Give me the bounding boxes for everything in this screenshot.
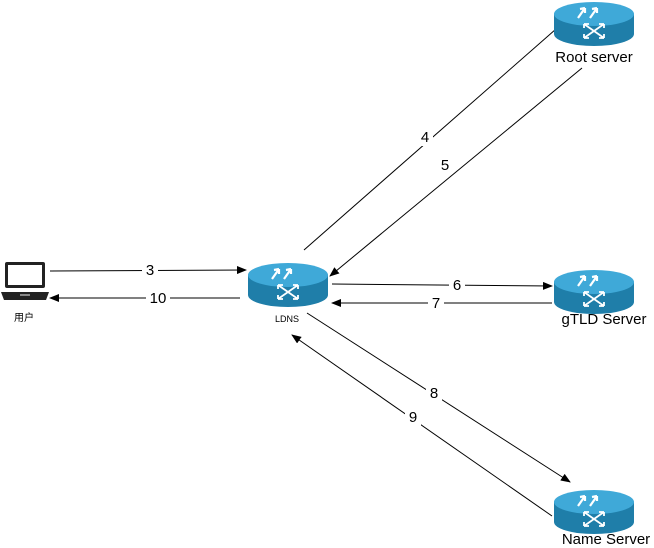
edge-4: 4 bbox=[303, 21, 565, 251]
edge-label-4: 4 bbox=[421, 129, 429, 146]
edge-9: 9 bbox=[291, 334, 553, 517]
node-label-user: 用户 bbox=[14, 311, 34, 324]
edge-3: 3 bbox=[49, 261, 247, 279]
edge-8: 8 bbox=[306, 312, 571, 483]
node-label-root: Root server bbox=[555, 49, 633, 66]
edge-label-3: 3 bbox=[146, 262, 154, 279]
node-root: Root server bbox=[552, 0, 636, 66]
edge-7: 7 bbox=[331, 294, 552, 312]
node-label-ldns: LDNS bbox=[275, 314, 299, 324]
edge-label-9: 9 bbox=[409, 409, 417, 426]
node-label-gtld: gTLD Server bbox=[561, 311, 646, 328]
edge-label-8: 8 bbox=[430, 385, 438, 402]
edge-10: 10 bbox=[49, 289, 240, 307]
node-name: Name Server bbox=[552, 488, 650, 548]
edge-label-7: 7 bbox=[432, 295, 440, 312]
edge-label-6: 6 bbox=[453, 277, 461, 294]
edge-label-5: 5 bbox=[441, 157, 449, 174]
edges: 3 10 4 5 6 7 bbox=[49, 21, 583, 517]
laptop-icon bbox=[1, 262, 49, 300]
router-icon bbox=[552, 268, 636, 316]
node-gtld: gTLD Server bbox=[552, 268, 647, 328]
router-icon bbox=[552, 488, 636, 536]
router-icon bbox=[246, 261, 330, 309]
edge-label-10: 10 bbox=[150, 290, 167, 307]
edge-5: 5 bbox=[329, 67, 583, 277]
router-icon bbox=[552, 0, 636, 48]
node-ldns: LDNS bbox=[246, 261, 330, 324]
node-user: 用户 bbox=[1, 262, 49, 324]
edge-6: 6 bbox=[331, 276, 553, 294]
node-label-name: Name Server bbox=[562, 531, 650, 548]
